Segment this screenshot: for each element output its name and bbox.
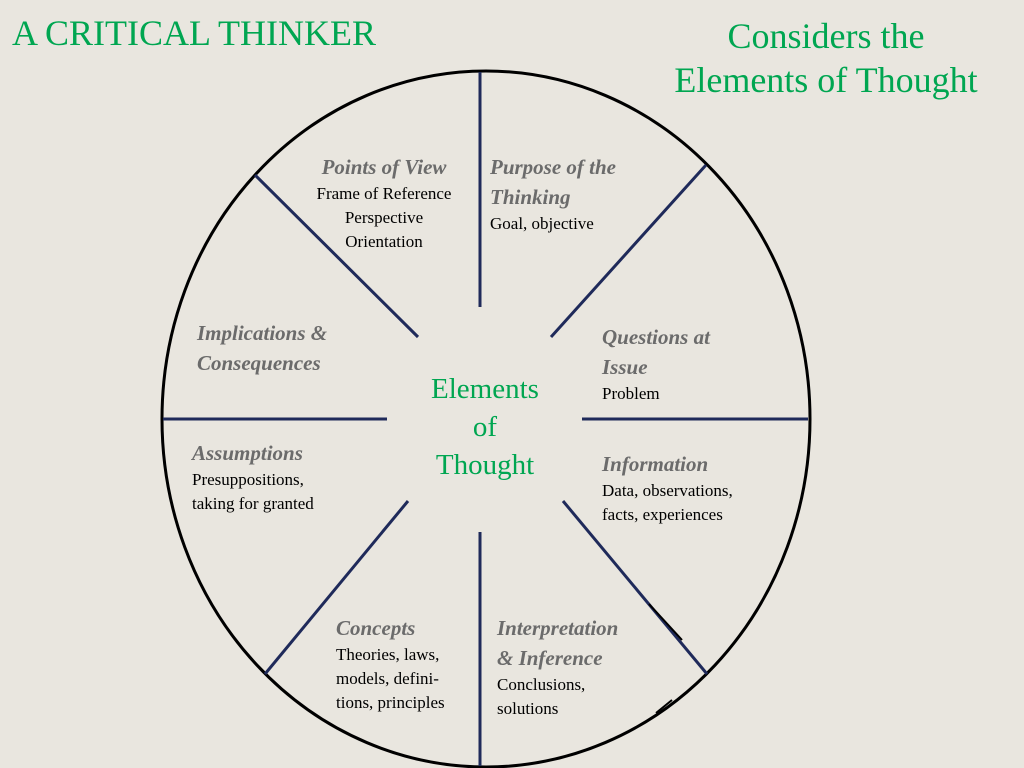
segment-heading: Interpretation & Inference (497, 613, 677, 673)
segment-purpose: Purpose of the Thinking Goal, objective (490, 152, 680, 236)
heading-line: Questions at (602, 325, 710, 349)
desc-line: Presuppositions, (192, 470, 304, 489)
heading-line: Information (602, 452, 709, 476)
segment-description: Frame of Reference Perspective Orientati… (298, 182, 470, 254)
center-line-1: Elements (431, 373, 539, 405)
segment-information: Information Data, observations, facts, e… (602, 449, 792, 527)
tick-1 (648, 603, 683, 641)
segment-description: Presuppositions, taking for granted (192, 468, 372, 516)
segment-questions: Questions at Issue Problem (602, 322, 792, 406)
heading-line: Issue (602, 355, 648, 379)
edge-ticks (648, 603, 683, 714)
heading-line: & Inference (497, 646, 603, 670)
desc-line: Problem (602, 384, 660, 403)
spoke-lower-right (561, 500, 709, 675)
desc-line: Goal, objective (490, 214, 594, 233)
heading-line: Concepts (336, 616, 416, 640)
segment-heading: Concepts (336, 613, 476, 643)
segment-description: Data, observations, facts, experiences (602, 479, 792, 527)
center-label: Elements of Thought (410, 370, 560, 484)
desc-line: facts, experiences (602, 505, 723, 524)
desc-line: models, defini- (336, 669, 439, 688)
title-right: Considers the Elements of Thought (650, 14, 1002, 102)
desc-line: Conclusions, (497, 675, 586, 694)
title-right-line-1: Considers the (727, 16, 925, 56)
segment-implications: Implications & Consequences (197, 318, 397, 378)
segment-heading: Information (602, 449, 792, 479)
segment-description: Problem (602, 382, 792, 406)
segment-points-of-view: Points of View Frame of Reference Perspe… (298, 152, 470, 254)
spoke-lower-left (263, 500, 410, 675)
tick-2 (655, 699, 673, 714)
heading-line: Thinking (490, 185, 571, 209)
segment-heading: Implications & Consequences (197, 318, 397, 378)
spoke-upper-right (549, 163, 708, 339)
desc-line: tions, principles (336, 693, 445, 712)
spoke-upper-left (253, 173, 420, 339)
title-right-line-2: Elements of Thought (674, 60, 978, 100)
desc-line: Orientation (345, 232, 423, 251)
heading-line: Assumptions (192, 441, 303, 465)
heading-line: Interpretation (497, 616, 619, 640)
outer-circle (160, 69, 812, 768)
segment-interpretation: Interpretation & Inference Conclusions, … (497, 613, 677, 721)
heading-line: Implications & (197, 321, 328, 345)
segment-heading: Questions at Issue (602, 322, 792, 382)
desc-line: solutions (497, 699, 559, 718)
center-line-3: Thought (435, 449, 535, 481)
spokes (163, 72, 808, 766)
segment-concepts: Concepts Theories, laws, models, defini-… (336, 613, 476, 715)
desc-line: Frame of Reference (316, 184, 452, 203)
segment-assumptions: Assumptions Presuppositions, taking for … (192, 438, 372, 516)
segment-description: Goal, objective (490, 212, 680, 236)
segment-description: Theories, laws, models, defini- tions, p… (336, 643, 476, 715)
segment-heading: Points of View (298, 152, 470, 182)
center-line-2: of (472, 411, 498, 443)
segment-description: Conclusions, solutions (497, 673, 677, 721)
title-left: A CRITICAL THINKER (12, 13, 376, 53)
heading-line: Points of View (321, 155, 447, 179)
desc-line: Theories, laws, (336, 645, 440, 664)
desc-line: taking for granted (192, 494, 314, 513)
desc-line: Perspective (344, 208, 424, 227)
segment-heading: Purpose of the Thinking (490, 152, 680, 212)
heading-line: Purpose of the (490, 155, 616, 179)
heading-line: Consequences (197, 351, 321, 375)
segment-heading: Assumptions (192, 438, 372, 468)
desc-line: Data, observations, (602, 481, 733, 500)
